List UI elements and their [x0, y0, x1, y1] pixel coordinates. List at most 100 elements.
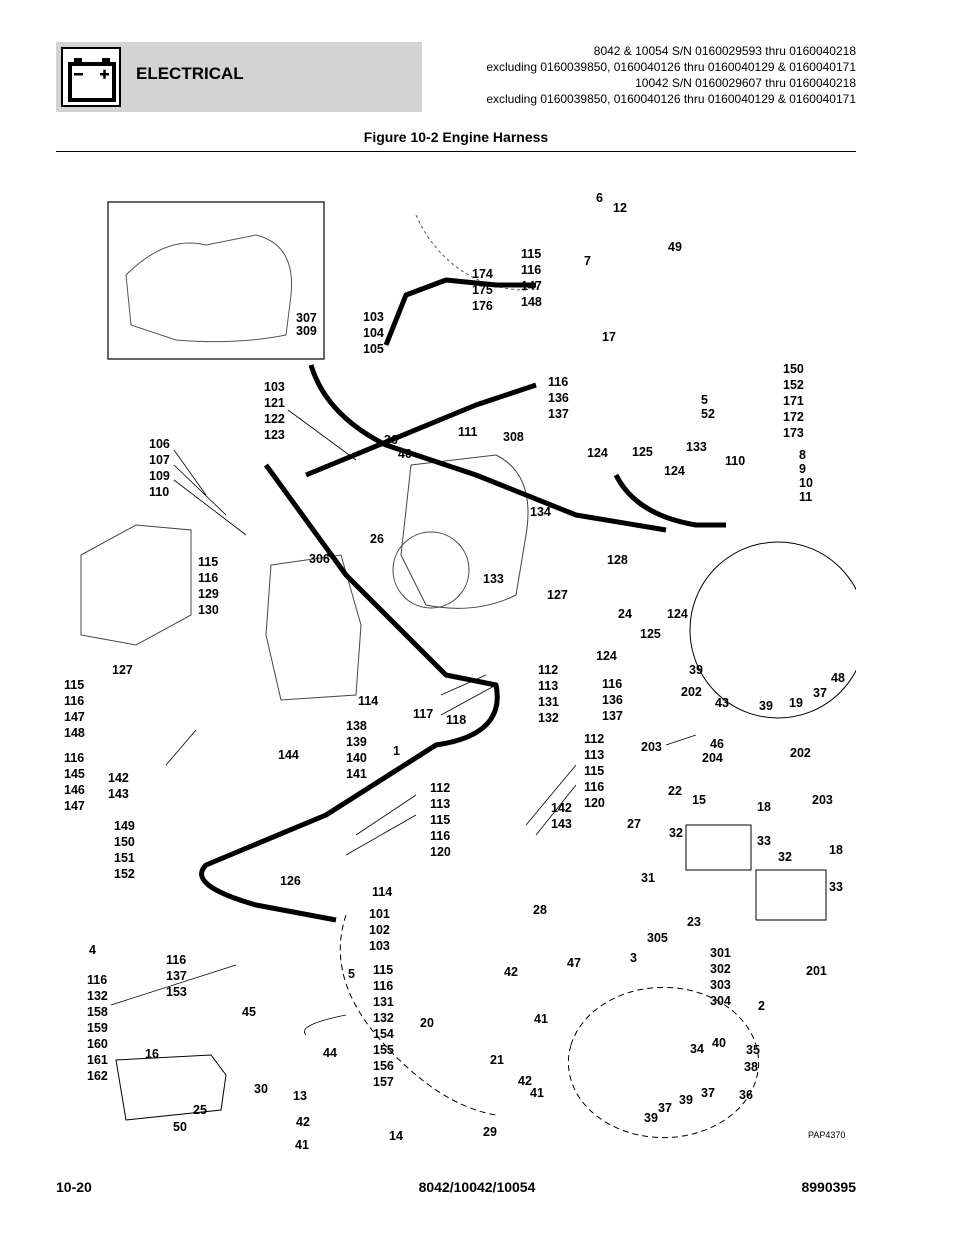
callout-label: 30 [254, 1082, 268, 1096]
engine-inset-box [107, 201, 325, 360]
callout-label: 307 [296, 311, 317, 325]
callout-label: 23 [687, 915, 701, 929]
callout-label: 116 [430, 829, 450, 843]
callout-label: 41 [295, 1138, 309, 1152]
callout-label: 115 [64, 678, 84, 692]
figure-code: PAP4370 [808, 1130, 845, 1140]
callout-label: 11 [799, 490, 812, 504]
callout-label: 28 [533, 903, 547, 917]
callout-label: 106 [149, 437, 170, 451]
callout-label: 4 [89, 943, 96, 957]
callout-label: 137 [602, 709, 623, 723]
callout-label: 43 [715, 696, 729, 710]
callout-label: 308 [503, 430, 524, 444]
part-number: 8990395 [801, 1179, 856, 1195]
callout-label: 140 [346, 751, 367, 765]
callout-label: 120 [430, 845, 451, 859]
callout-label: 132 [373, 1011, 394, 1025]
callout-label: 125 [640, 627, 661, 641]
callout-label: 139 [346, 735, 367, 749]
callout-label: 161 [87, 1053, 108, 1067]
callout-label: 151 [114, 851, 135, 865]
callout-label: 152 [783, 378, 804, 392]
callout-label: 7 [584, 254, 591, 268]
callout-label: 306 [309, 552, 330, 566]
applicability-line: excluding 0160039850, 0160040126 thru 01… [486, 92, 856, 106]
callout-label: 132 [538, 711, 559, 725]
callout-label: 115 [198, 555, 218, 569]
callout-label: 107 [149, 453, 170, 467]
callout-label: 133 [483, 572, 504, 586]
callout-label: 25 [193, 1103, 207, 1117]
callout-label: 21 [490, 1053, 504, 1067]
callout-label: 301 [710, 946, 731, 960]
callout-label: 201 [806, 964, 827, 978]
callout-label: 3 [630, 951, 637, 965]
callout-label: 309 [296, 324, 317, 338]
callout-label: 39 [679, 1093, 693, 1107]
page-number: 10-20 [56, 1179, 92, 1195]
callout-label: 159 [87, 1021, 108, 1035]
callout-label: 145 [64, 767, 85, 781]
callout-label: 115 [430, 813, 450, 827]
callout-label: 142 [108, 771, 129, 785]
callout-label: 33 [757, 834, 771, 848]
callout-label: 137 [166, 969, 187, 983]
callout-label: 45 [242, 1005, 256, 1019]
callout-label: 40 [398, 447, 412, 461]
battery-sketch-1 [685, 824, 752, 871]
callout-label: 110 [149, 485, 169, 499]
callout-label: 103 [264, 380, 285, 394]
callout-label: 120 [584, 796, 605, 810]
callout-label: 48 [831, 671, 845, 685]
callout-label: 111 [458, 425, 478, 439]
callout-label: 10 [799, 476, 813, 490]
callout-label: 143 [551, 817, 572, 831]
callout-label: 302 [710, 962, 731, 976]
callout-label: 32 [778, 850, 792, 864]
callout-label: 109 [149, 469, 170, 483]
callout-label: 29 [483, 1125, 497, 1139]
callout-label: 146 [64, 783, 85, 797]
callout-label: 36 [384, 433, 398, 447]
callout-label: 112 [584, 732, 604, 746]
callout-label: 39 [689, 663, 703, 677]
applicability-line: 10042 S/N 0160029607 thru 0160040218 [635, 76, 856, 90]
callout-label: 132 [87, 989, 108, 1003]
callout-label: 116 [166, 953, 186, 967]
callout-label: 105 [363, 342, 384, 356]
callout-label: 47 [567, 956, 581, 970]
callout-label: 18 [757, 800, 771, 814]
callout-label: 153 [166, 985, 187, 999]
callout-label: 14 [389, 1129, 403, 1143]
callout-label: 147 [64, 799, 85, 813]
callout-label: 5 [348, 967, 355, 981]
callout-label: 202 [681, 685, 702, 699]
callout-label: 16 [145, 1047, 159, 1061]
callout-label: 204 [702, 751, 723, 765]
callout-label: 129 [198, 587, 219, 601]
applicability-line: excluding 0160039850, 0160040126 thru 01… [486, 60, 856, 74]
callout-label: 136 [548, 391, 569, 405]
callout-label: 130 [198, 603, 219, 617]
callout-label: 41 [530, 1086, 544, 1100]
callout-label: 12 [613, 201, 627, 215]
harness-trunk [199, 277, 726, 923]
battery-sketch-2 [755, 869, 827, 921]
callout-label: 176 [472, 299, 493, 313]
callout-label: 162 [87, 1069, 108, 1083]
callout-label: 27 [627, 817, 641, 831]
callout-label: 39 [644, 1111, 658, 1125]
callout-label: 172 [783, 410, 804, 424]
callout-label: 203 [812, 793, 833, 807]
callout-label: 156 [373, 1059, 394, 1073]
callout-label: 133 [686, 440, 707, 454]
figure-title: Figure 10-2 Engine Harness [363, 129, 549, 145]
callout-label: 114 [372, 885, 392, 899]
callout-label: 173 [783, 426, 804, 440]
callout-label: 154 [373, 1027, 394, 1041]
callout-label: 131 [373, 995, 394, 1009]
callout-label: 5 [701, 393, 708, 407]
callout-label: 150 [783, 362, 804, 376]
callout-label: 22 [668, 784, 682, 798]
